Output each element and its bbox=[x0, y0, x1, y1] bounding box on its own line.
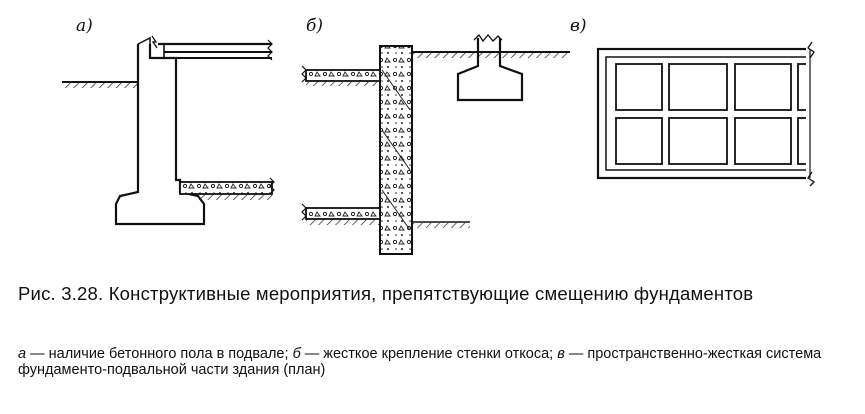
panel-label-c: в) bbox=[570, 16, 587, 36]
panel-label-a: а) bbox=[76, 16, 93, 36]
retaining-wall bbox=[379, 45, 413, 255]
legend-text-b: — жесткое крепление стенки откоса; bbox=[300, 346, 558, 362]
legend-letter-b: б bbox=[292, 346, 301, 362]
plan-outer-wall bbox=[596, 47, 812, 180]
plan-cell bbox=[734, 63, 792, 111]
column-footing bbox=[456, 38, 524, 102]
plan-cell bbox=[668, 117, 728, 165]
legend-text-a: — наличие бетонного пола в подвале; bbox=[26, 346, 293, 362]
caption-title: Рис. 3.28. Конструктивные мероприятия, п… bbox=[18, 283, 754, 304]
basement-floor bbox=[179, 181, 273, 195]
panel-a-drawing bbox=[62, 35, 275, 226]
panel-label-b: б) bbox=[306, 16, 324, 36]
legend-letter-a: а bbox=[18, 346, 27, 362]
plan-cell bbox=[615, 63, 663, 111]
plan-cell bbox=[734, 117, 792, 165]
caption-legend: а — наличие бетонного пола в подвале; б … bbox=[18, 346, 858, 378]
basement-wall bbox=[114, 44, 206, 226]
plan-cell bbox=[615, 117, 663, 165]
plan-cell bbox=[668, 63, 728, 111]
figure: а) б) в) bbox=[62, 16, 820, 255]
lower-strut bbox=[305, 207, 381, 220]
ground-hatch bbox=[62, 83, 138, 88]
panel-b-drawing bbox=[301, 33, 570, 255]
panel-c-drawing bbox=[596, 40, 820, 187]
legend-text-c: — пространственно-жесткая система фундам… bbox=[18, 346, 822, 378]
upper-strut bbox=[305, 69, 381, 82]
figure-drawing bbox=[62, 33, 820, 255]
legend-letter-c: в bbox=[557, 346, 565, 362]
